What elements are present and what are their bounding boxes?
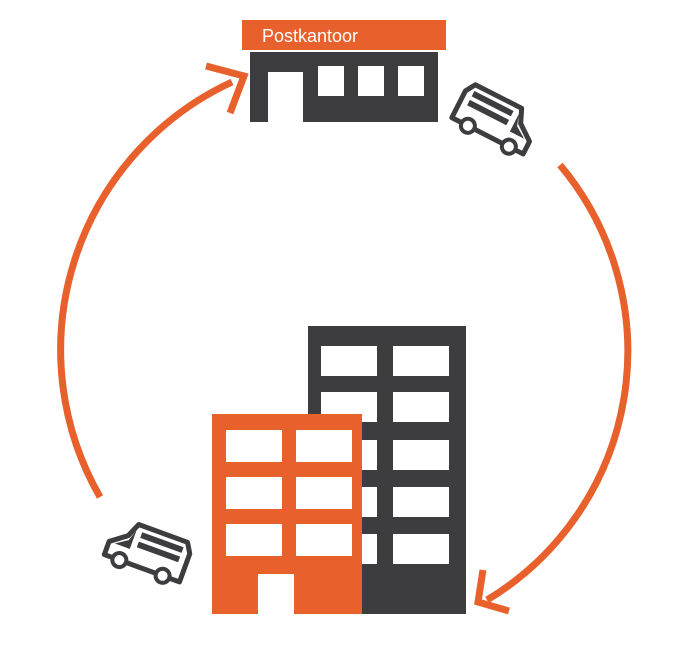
- post-office-label: Postkantoor: [262, 26, 358, 46]
- post-office-building-icon: [250, 52, 438, 122]
- return-arc: [57, 78, 234, 499]
- post-office-sign: [242, 20, 446, 50]
- cycle-arrows: [57, 62, 632, 615]
- apartment-buildings-icon: [212, 326, 466, 614]
- return-arrowhead-icon: [205, 62, 249, 115]
- post-office: Postkantoor: [242, 20, 446, 122]
- outbound-arc: [485, 162, 632, 603]
- delivery-van-icon: [101, 522, 193, 585]
- delivery-van-icon: [449, 82, 532, 157]
- front-building: [212, 414, 362, 614]
- outbound-arrowhead-icon: [474, 569, 510, 615]
